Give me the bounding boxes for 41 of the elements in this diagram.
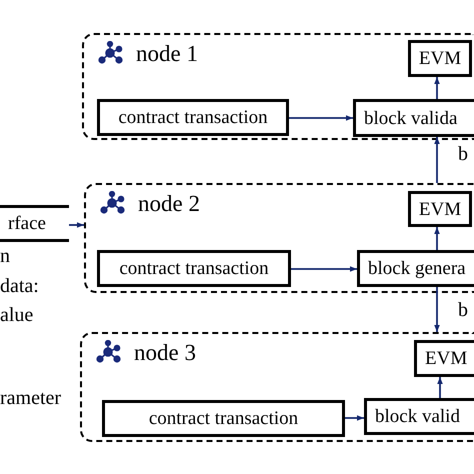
group-title: node 2 [138,192,200,214]
box-label: contract transaction [119,259,269,278]
box-label: contract transaction [148,409,298,428]
process-box [97,99,289,136]
box-label: EVM [418,49,462,68]
box-label: EVM [418,200,462,218]
arrow [289,115,353,121]
text-label: n [0,246,10,266]
arrow [434,227,440,250]
box-label: contract transaction [118,108,268,127]
arrow [291,266,357,272]
process-box [102,400,345,437]
box-label: block genera [368,259,466,278]
arrow [434,287,440,332]
box-label: rface [8,214,46,233]
process-box [364,398,474,435]
process-box [0,205,69,242]
dashed-group [82,33,474,140]
text-label: b [458,300,468,320]
process-box [357,250,474,287]
text-label: data: [0,276,39,296]
arrow [345,415,364,421]
process-box [408,40,472,77]
process-box [414,340,474,377]
arrow [437,377,443,398]
box-label: block valid [375,407,460,426]
group-title: node 3 [134,340,196,364]
group-title: node 1 [136,42,198,64]
dashed-group [80,332,474,442]
arrow [434,77,440,99]
text-label: alue [0,305,34,325]
box-label: block valida [364,108,458,128]
arrow [69,222,84,228]
box-label: EVM [425,349,468,368]
dashed-group [84,183,474,293]
process-box [408,191,472,227]
text-label: rameter [0,388,62,408]
process-box [97,250,291,287]
arrow [434,137,440,183]
process-box [353,99,474,137]
text-label: b [458,144,468,164]
